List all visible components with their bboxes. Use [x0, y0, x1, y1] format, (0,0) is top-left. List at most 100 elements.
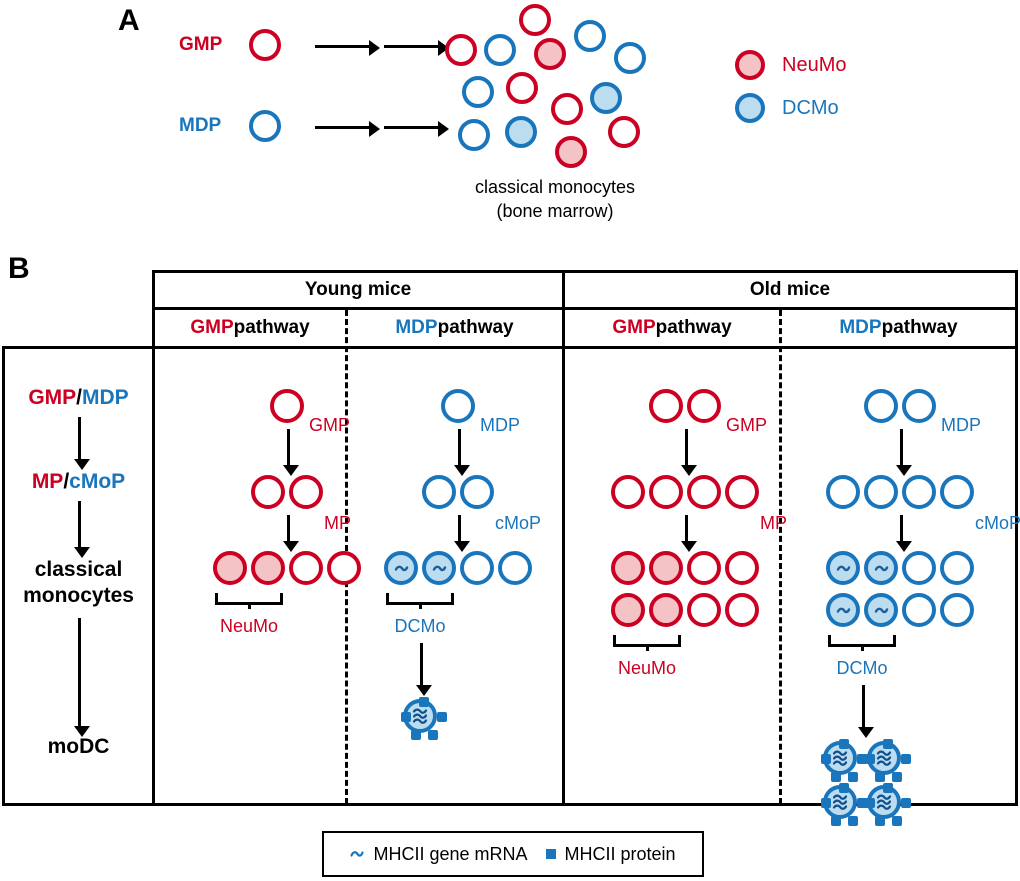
panel-a-arrow-gmp-2	[384, 40, 449, 56]
cell-outline	[649, 389, 683, 423]
monocyte-with-mhcii-mrna	[422, 551, 456, 585]
pathway-header-young-gmp: GMP pathway	[155, 310, 345, 346]
pathway-arrow-2	[283, 515, 299, 552]
intermediate-label-mp: MP	[760, 513, 787, 533]
modc-cell	[864, 782, 912, 826]
panel-a-mdp-label: MDP	[179, 115, 222, 136]
legend-item-protein: MHCII protein	[545, 844, 676, 865]
cell-outline	[940, 475, 974, 509]
cluster-monocyte	[614, 42, 646, 74]
cluster-monocyte	[445, 34, 477, 66]
cluster-monocyte	[555, 136, 587, 168]
body-left-border	[2, 346, 5, 806]
header-mid-border	[152, 307, 1018, 310]
old-pathway-dashed-divider	[779, 310, 782, 804]
stage-arrow-1	[74, 417, 90, 470]
mhcii-protein-icon	[410, 729, 421, 740]
mhcii-protein-icon	[427, 729, 438, 740]
monocyte-filled	[649, 593, 683, 627]
subset-label-neumo: NeuMo	[617, 658, 677, 678]
pathway-header-suffix: pathway	[437, 317, 514, 338]
stage-label-part: moDC	[47, 735, 110, 758]
pathway-arrow-2	[896, 515, 912, 552]
mhcii-legend-box: MHCII gene mRNA MHCII protein	[322, 831, 704, 877]
modc-cell	[864, 738, 912, 782]
group-header-young: Young mice	[304, 278, 412, 300]
cell-outline	[422, 475, 456, 509]
cell-outline	[687, 475, 721, 509]
cell-outline	[687, 389, 721, 423]
stage-arrow-2	[74, 501, 90, 558]
pathway-header-prefix: GMP	[190, 317, 234, 338]
modc-cell	[820, 782, 868, 826]
pathway-header-young-mdp: MDP pathway	[348, 310, 561, 346]
mhcii-protein-icon	[857, 754, 868, 765]
cell-outline	[289, 551, 323, 585]
cluster-monocyte	[534, 38, 566, 70]
pathway-header-suffix: pathway	[233, 317, 310, 338]
monocyte-filled	[649, 551, 683, 585]
header-left-border	[152, 270, 155, 349]
panel-a-letter: A	[118, 4, 140, 37]
panel-a-gmp-label: GMP	[179, 34, 223, 55]
stage-label-part: /	[63, 470, 70, 493]
mhcii-protein-icon	[883, 782, 893, 793]
stage-label-part: cMoP	[69, 470, 126, 493]
mhcii-protein-icon	[883, 738, 893, 749]
cell-outline	[864, 389, 898, 423]
cell-outline	[864, 475, 898, 509]
mhcii-protein-icon	[847, 771, 858, 782]
monocyte-with-mhcii-mrna	[864, 593, 898, 627]
body-stage-divider	[152, 346, 155, 806]
cluster-monocyte	[462, 76, 494, 108]
mhcii-protein-icon	[874, 771, 885, 782]
cluster-monocyte	[458, 119, 490, 151]
cell-outline	[902, 389, 936, 423]
stage-label-part: monocytes	[23, 584, 134, 607]
monocyte-with-mhcii-mrna	[384, 551, 418, 585]
header-group-divider	[562, 270, 565, 349]
stage-label-modc: moDC	[5, 735, 152, 759]
stage-label-classical: classical	[5, 558, 152, 582]
panel-a-legend-neumo-swatch	[735, 50, 765, 80]
monocyte-filled	[611, 551, 645, 585]
cell-outline	[251, 475, 285, 509]
pathway-arrow-2	[454, 515, 470, 552]
panel-a-cluster-caption-1: classical monocytes	[474, 177, 636, 197]
cluster-monocyte	[590, 82, 622, 114]
mhcii-protein-icon	[820, 798, 831, 809]
cell-outline	[902, 475, 936, 509]
subset-bracket	[386, 593, 454, 609]
stage-label-part: GMP	[28, 386, 77, 409]
subset-bracket	[828, 635, 896, 651]
body-group-divider	[562, 346, 565, 806]
panel-a-arrow-gmp-1	[315, 40, 380, 56]
cell-outline	[460, 551, 494, 585]
pathway-arrow-1	[681, 429, 697, 476]
mhcii-protein-icon	[891, 771, 902, 782]
mhcii-protein-icon	[901, 798, 912, 809]
cell-outline	[725, 475, 759, 509]
mhcii-protein-icon	[830, 815, 841, 826]
monocyte-filled	[213, 551, 247, 585]
group-header-old: Old mice	[749, 278, 831, 300]
cell-outline	[940, 551, 974, 585]
cell-outline	[687, 593, 721, 627]
cell-outline	[460, 475, 494, 509]
mhcii-protein-icon	[874, 815, 885, 826]
progenitor-label-mdp: MDP	[480, 415, 520, 435]
subset-label-dcmo: DCMo	[394, 616, 446, 636]
mhcii-protein-icon	[864, 798, 875, 809]
cell-outline	[902, 551, 936, 585]
legend-item-mrna: MHCII gene mRNA	[350, 844, 528, 865]
pathway-header-prefix: MDP	[839, 317, 882, 338]
stage-label-part: /	[76, 386, 82, 409]
panel-a-cluster-caption-2: (bone marrow)	[496, 201, 614, 221]
panel-a-legend-dcmo-swatch	[735, 93, 765, 123]
modc-arrow	[858, 685, 874, 738]
intermediate-label-mp: MP	[324, 513, 351, 533]
mhcii-protein-icon	[901, 754, 912, 765]
